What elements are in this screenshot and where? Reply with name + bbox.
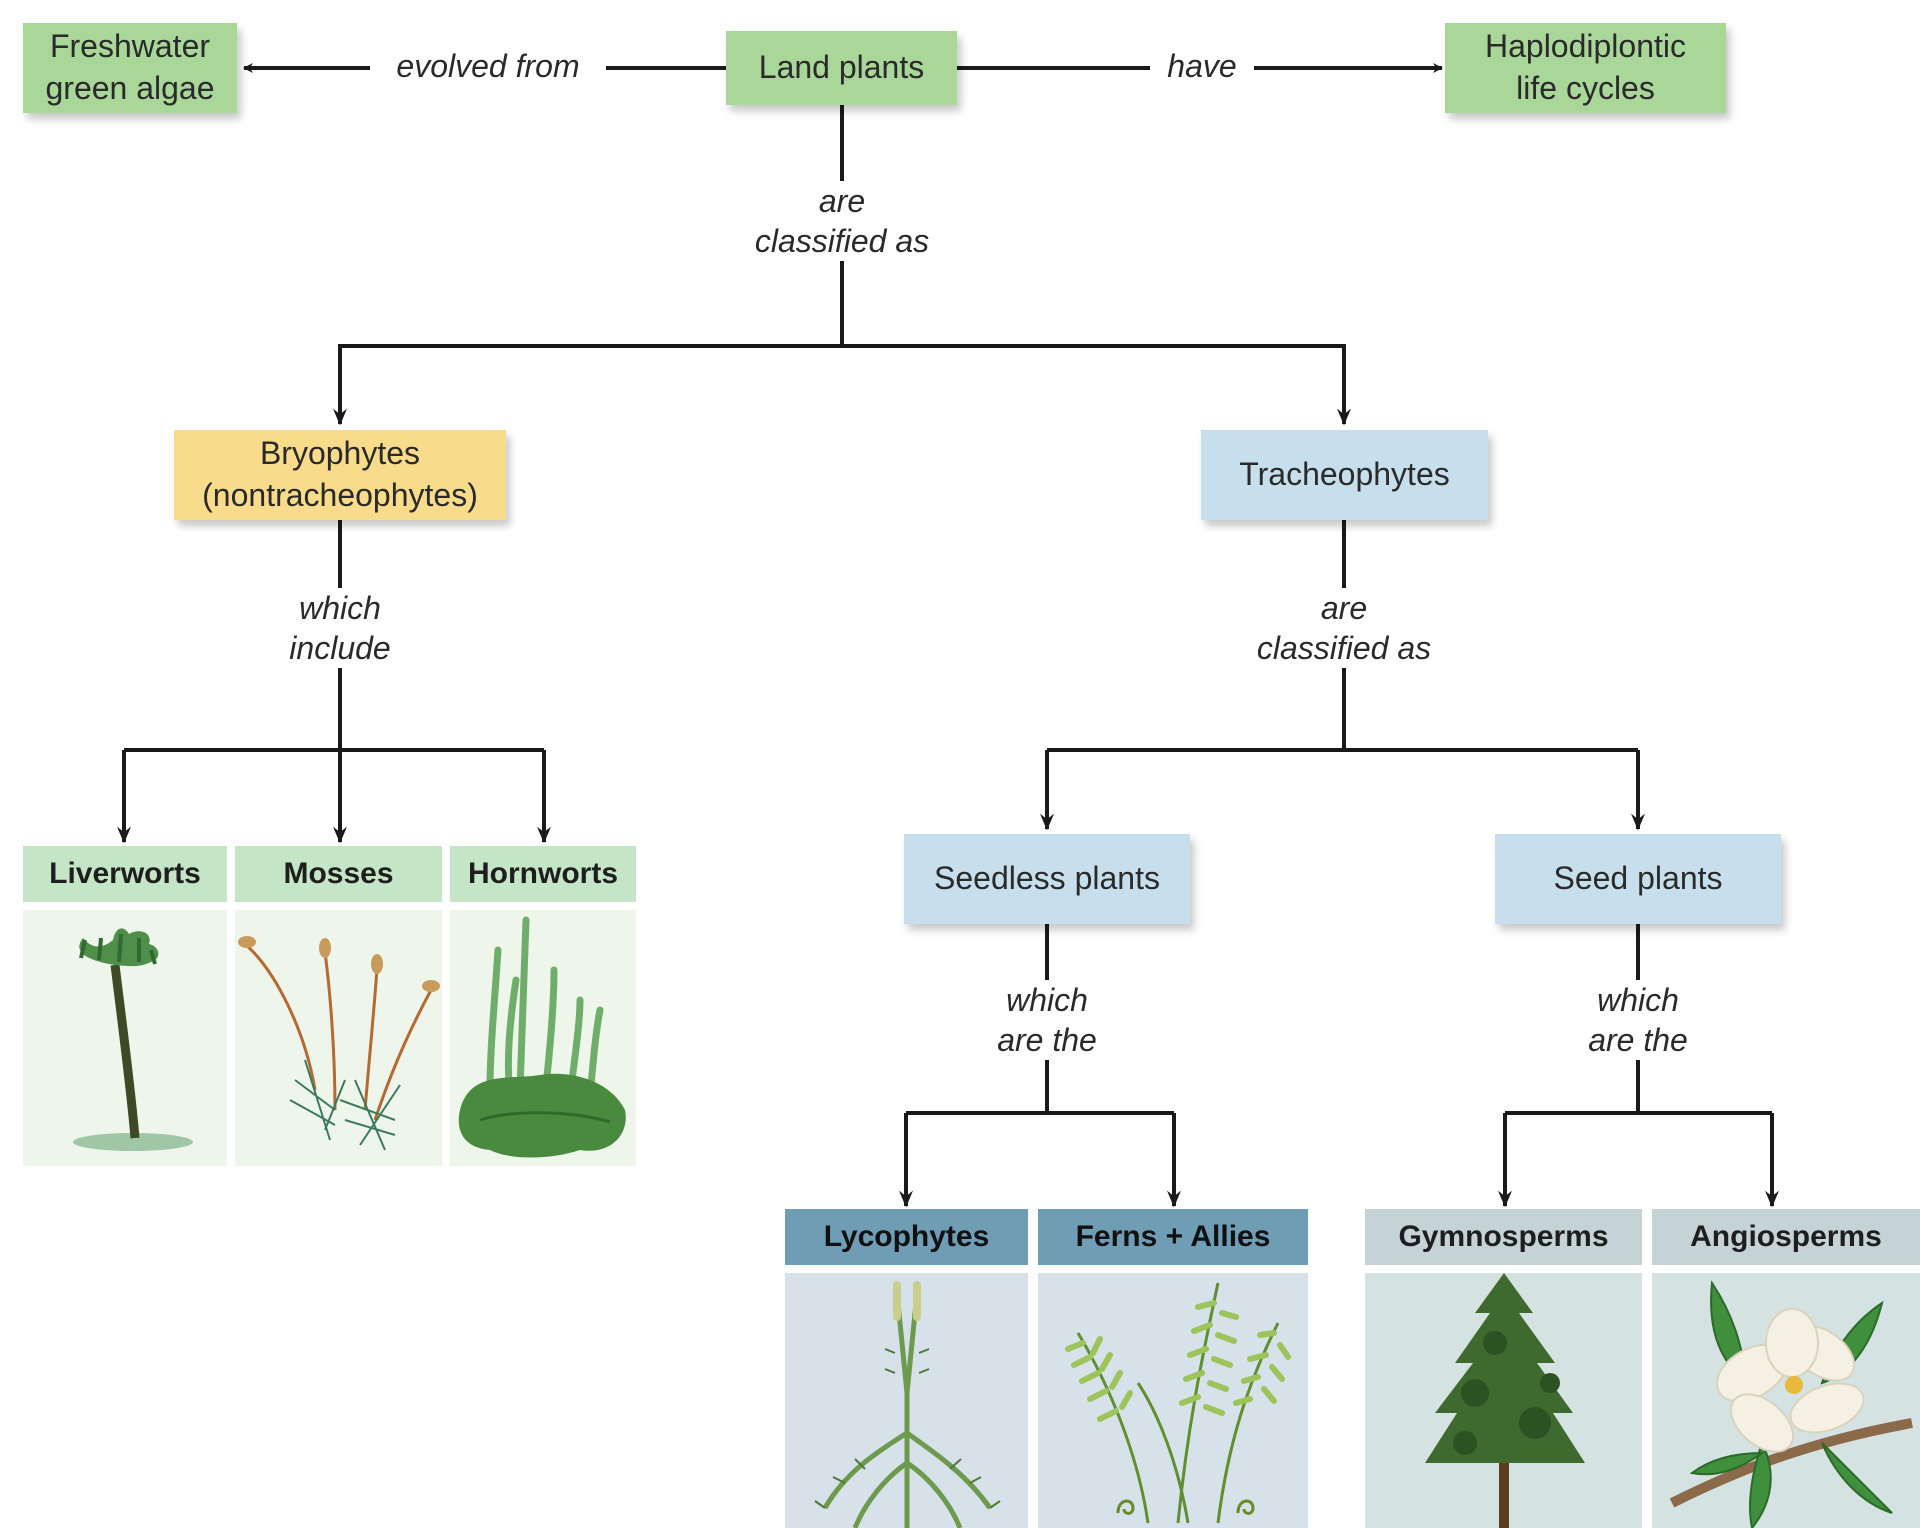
link-land-classified-as: are classified as [722, 181, 962, 261]
link-have: have [1150, 46, 1254, 86]
link-which-include: which include [260, 588, 420, 668]
liverworts-card: Liverworts [23, 846, 227, 1166]
liverworts-illustration [23, 910, 227, 1166]
link-seedless-which-are: which are the [977, 980, 1117, 1060]
link-trach-classified-as: are classified as [1224, 588, 1464, 668]
liverworts-label: Liverworts [23, 846, 227, 902]
gymnosperms-label: Gymnosperms [1365, 1209, 1642, 1265]
lycophytes-label: Lycophytes [785, 1209, 1028, 1265]
angiosperms-illustration [1652, 1273, 1920, 1528]
gymnosperms-card: Gymnosperms [1365, 1209, 1642, 1528]
freshwater-algae-box: Freshwater green algae [23, 23, 237, 113]
tracheophytes-box: Tracheophytes [1201, 430, 1488, 520]
seedless-plants-box: Seedless plants [904, 834, 1190, 924]
ferns-card: Ferns + Allies [1038, 1209, 1308, 1528]
mosses-illustration [235, 910, 442, 1166]
moss-icon [238, 936, 440, 1151]
magnolia-flower-icon [1669, 1280, 1913, 1528]
hornworts-label: Hornworts [450, 846, 636, 902]
hornworts-card: Hornworts [450, 846, 636, 1166]
gymnosperms-illustration [1365, 1273, 1642, 1528]
seed-plants-box: Seed plants [1495, 834, 1781, 924]
mosses-label: Mosses [235, 846, 442, 902]
lycophytes-card: Lycophytes [785, 1209, 1028, 1528]
hornwort-icon [458, 916, 626, 1158]
haplodiplontic-box: Haplodiplontic life cycles [1445, 23, 1726, 113]
hornworts-illustration [450, 910, 636, 1166]
bryophytes-box: Bryophytes (nontracheophytes) [174, 430, 506, 520]
fern-icon [1065, 1282, 1291, 1524]
lycophytes-illustration [785, 1273, 1028, 1528]
link-seed-which-are: which are the [1568, 980, 1708, 1060]
mosses-card: Mosses [235, 846, 442, 1166]
angiosperms-label: Angiosperms [1652, 1209, 1920, 1265]
ferns-illustration [1038, 1273, 1308, 1528]
angiosperms-card: Angiosperms [1652, 1209, 1920, 1528]
lycophyte-icon [814, 1281, 1001, 1528]
link-evolved-from: evolved from [370, 46, 606, 86]
ferns-label: Ferns + Allies [1038, 1209, 1308, 1265]
land-plants-box: Land plants [726, 31, 957, 105]
branch-land [338, 344, 1346, 401]
liverwort-icon [73, 928, 193, 1151]
pine-tree-icon [1425, 1273, 1585, 1528]
